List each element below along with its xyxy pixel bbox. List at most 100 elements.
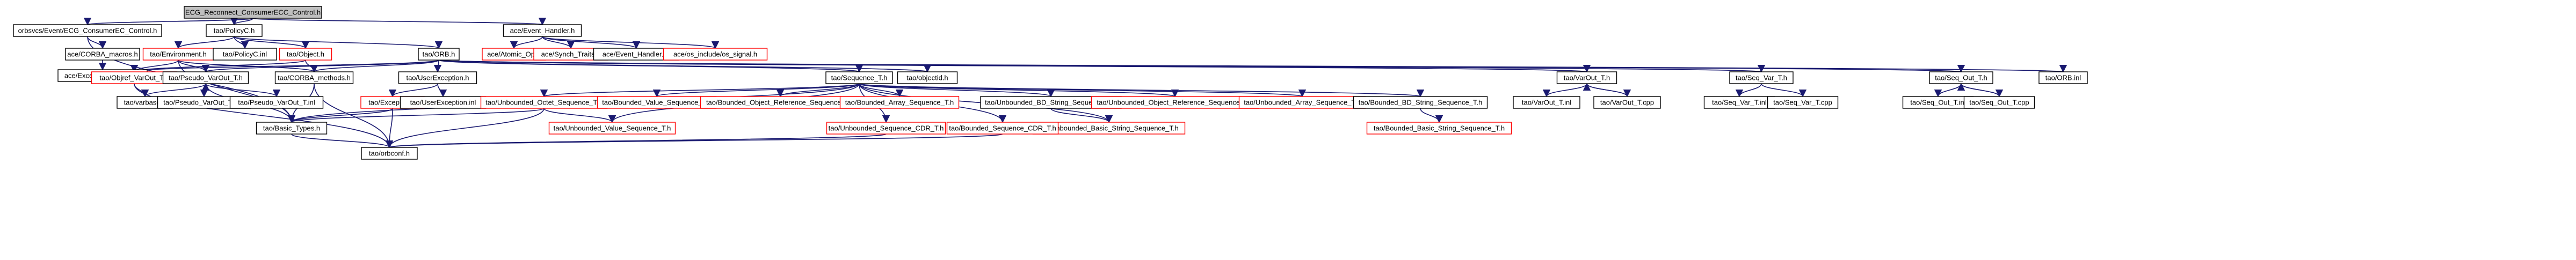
node-bnd_value[interactable]: tao/Bounded_Value_Sequence_T.h xyxy=(597,96,717,109)
node-bnd_basic_str[interactable]: tao/Bounded_Basic_String_Sequence_T.h xyxy=(1366,122,1512,135)
node-box[interactable] xyxy=(946,122,1059,135)
node-varout[interactable]: tao/VarOut_T.h xyxy=(1556,71,1617,84)
node-orbconf[interactable]: tao/orbconf.h xyxy=(361,147,418,160)
edge-orb-to-user_exc xyxy=(433,60,442,73)
node-basic_types[interactable]: tao/Basic_Types.h xyxy=(256,122,328,135)
node-objectid[interactable]: tao/objectid.h xyxy=(897,71,958,84)
node-box[interactable] xyxy=(1366,122,1512,135)
node-varout_inl[interactable]: tao/VarOut_T.inl xyxy=(1513,96,1580,109)
node-box[interactable] xyxy=(663,48,768,61)
node-environment[interactable]: tao/Environment.h xyxy=(142,48,214,61)
edge-varout-to-varout_inl xyxy=(1542,83,1587,98)
node-label: ace/Event_Handler.inl xyxy=(603,50,671,58)
node-seq_var_cpp[interactable]: tao/Seq_Var_T.cpp xyxy=(1767,96,1839,109)
node-box[interactable] xyxy=(839,96,960,109)
node-box[interactable] xyxy=(2038,71,2088,84)
node-root[interactable]: ECG_Reconnect_ConsumerECC_Control.h xyxy=(184,6,322,19)
edge-policyc-to-orb xyxy=(234,36,442,49)
node-seq_var[interactable]: tao/Seq_Var_T.h xyxy=(1729,71,1794,84)
node-box[interactable] xyxy=(162,71,249,84)
node-seq_out_cpp[interactable]: tao/Seq_Out_T.cpp xyxy=(1963,96,2035,109)
node-box[interactable] xyxy=(274,71,354,84)
node-box[interactable] xyxy=(13,24,162,37)
node-seq_var_inl[interactable]: tao/Seq_Var_T.inl xyxy=(1703,96,1775,109)
node-os_signal[interactable]: ace/os_include/os_signal.h xyxy=(663,48,768,61)
node-box[interactable] xyxy=(897,71,958,84)
node-corba_methods[interactable]: tao/CORBA_methods.h xyxy=(274,71,354,84)
node-tao_object[interactable]: tao/Object.h xyxy=(279,48,332,61)
node-box[interactable] xyxy=(1556,71,1617,84)
node-box[interactable] xyxy=(503,24,582,37)
node-seq_t[interactable]: tao/Sequence_T.h xyxy=(825,71,893,84)
node-bnd_bd_string[interactable]: tao/Bounded_BD_String_Sequence_T.h xyxy=(1353,96,1488,109)
node-box[interactable] xyxy=(1729,71,1794,84)
node-box[interactable] xyxy=(184,6,322,19)
node-box[interactable] xyxy=(213,48,277,61)
node-box[interactable] xyxy=(1353,96,1488,109)
node-user_exc[interactable]: tao/UserException.h xyxy=(398,71,477,84)
node-bnd_array[interactable]: tao/Bounded_Array_Sequence_T.h xyxy=(839,96,960,109)
edge-seq_t-to-unb_octet xyxy=(540,83,860,98)
edge-orb-to-corba_methods xyxy=(310,60,439,73)
node-pseudo_inl[interactable]: tao/Pseudo_VarOut_T.inl xyxy=(229,96,324,109)
node-policyc[interactable]: tao/PolicyC.h xyxy=(206,24,263,37)
node-objvar[interactable]: tao/Objref_VarOut_T.h xyxy=(91,71,178,84)
node-orb[interactable]: tao/ORB.h xyxy=(418,48,460,61)
node-unb_cdr[interactable]: tao/Unbounded_Sequence_CDR_T.h xyxy=(826,122,946,135)
node-box[interactable] xyxy=(825,71,893,84)
node-box[interactable] xyxy=(398,71,477,84)
node-label: tao/PolicyC.h xyxy=(214,27,255,35)
edge-orb-to-orb_inl xyxy=(438,60,2065,73)
node-unb_array[interactable]: tao/Unbounded_Array_Sequence_T.h xyxy=(1238,96,1366,109)
edge-environment-to-corba_methods xyxy=(178,60,318,73)
node-label: ace/Atomic_Op.h xyxy=(487,50,541,58)
edge-seq_out_cpp-to-seq_out xyxy=(1957,83,2000,97)
node-box[interactable] xyxy=(206,24,263,37)
node-corba_macros[interactable]: ace/CORBA_macros.h xyxy=(65,48,140,61)
node-box[interactable] xyxy=(1767,96,1839,109)
node-unb_basic_str[interactable]: tao/Unbounded_Basic_String_Sequence_T.h xyxy=(1032,122,1186,135)
node-atomic_op[interactable]: ace/Atomic_Op.h xyxy=(482,48,546,61)
node-varout_cpp[interactable]: tao/VarOut_T.cpp xyxy=(1593,96,1661,109)
node-box[interactable] xyxy=(279,48,332,61)
edge-pseudo_var-to-varbase xyxy=(141,83,206,98)
edge-root-to-policyc xyxy=(230,17,253,26)
node-label: tao/Unbounded_Basic_String_Sequence_T.h xyxy=(1039,124,1178,132)
node-bnd_cdr[interactable]: tao/Bounded_Sequence_CDR_T.h xyxy=(946,122,1059,135)
edge-objvar-to-varbase xyxy=(134,83,149,98)
node-evt_handler[interactable]: ace/Event_Handler.h xyxy=(503,24,582,37)
node-box[interactable] xyxy=(361,147,418,160)
node-label: ace/Synch_Traits.h xyxy=(541,50,601,58)
node-bnd_objref[interactable]: tao/Bounded_Object_Reference_Sequence_T.… xyxy=(700,96,861,109)
node-seq_out_inl[interactable]: tao/Seq_Out_T.inl xyxy=(1902,96,1974,109)
node-label: tao/VarOut_T.h xyxy=(1564,74,1610,82)
node-pseudo_var[interactable]: tao/Pseudo_VarOut_T.h xyxy=(162,71,249,84)
node-box[interactable] xyxy=(418,48,460,61)
node-unb_value[interactable]: tao/Unbounded_Value_Sequence_T.h xyxy=(548,122,676,135)
node-label: tao/UserException.inl xyxy=(410,99,476,107)
node-ecg_ctrl[interactable]: orbsvcs/Event/ECG_ConsumerEC_Control.h xyxy=(13,24,162,37)
node-box[interactable] xyxy=(1593,96,1661,109)
node-label: tao/Seq_Out_T.cpp xyxy=(1969,99,2029,107)
node-label: tao/objectid.h xyxy=(906,74,948,82)
node-user_exc_inl[interactable]: tao/UserException.inl xyxy=(400,96,487,109)
node-orb_inl[interactable]: tao/ORB.inl xyxy=(2038,71,2088,84)
node-box[interactable] xyxy=(548,122,676,135)
node-box[interactable] xyxy=(1929,71,1993,84)
node-synch_traits[interactable]: ace/Synch_Traits.h xyxy=(533,48,608,61)
node-box[interactable] xyxy=(256,122,328,135)
node-box[interactable] xyxy=(1963,96,2035,109)
node-unb_bd_string[interactable]: tao/Unbounded_BD_String_Sequence_T.h xyxy=(980,96,1122,109)
node-unb_octet[interactable]: tao/Unbounded_Octet_Sequence_T.h xyxy=(480,96,608,109)
node-box[interactable] xyxy=(1513,96,1580,109)
node-unb_objref[interactable]: tao/Unbounded_Object_Reference_Sequence_… xyxy=(1091,96,1259,109)
node-evt_handler_inl[interactable]: ace/Event_Handler.inl xyxy=(593,48,680,61)
node-box[interactable] xyxy=(65,48,140,61)
node-box[interactable] xyxy=(826,122,946,135)
node-label: tao/Bounded_Object_Reference_Sequence_T.… xyxy=(706,99,854,107)
node-policyc_inl[interactable]: tao/PolicyC.inl xyxy=(213,48,277,61)
edge-unb_cdr-to-orbconf xyxy=(386,133,887,148)
node-pseudo_cpp[interactable]: tao/Pseudo_VarOut_T.cpp xyxy=(157,96,251,109)
node-seq_out[interactable]: tao/Seq_Out_T.h xyxy=(1929,71,1993,84)
node-box[interactable] xyxy=(229,96,324,109)
